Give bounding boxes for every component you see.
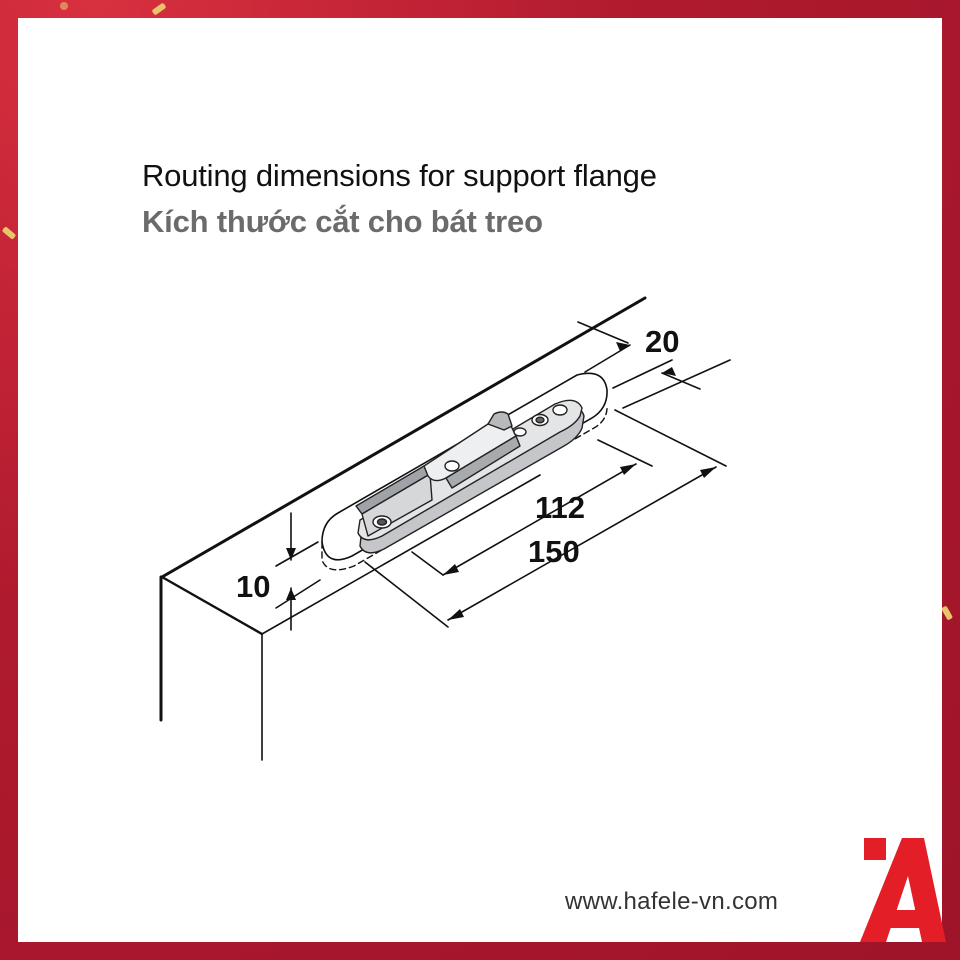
diagram-title-english: Routing dimensions for support flange <box>142 158 657 193</box>
dimension-label-10: 10 <box>236 569 270 604</box>
dimension-label-112: 112 <box>535 490 585 525</box>
website-url: www.hafele-vn.com <box>565 888 779 915</box>
routed-slot-outline <box>321 372 608 561</box>
routed-slot-depth-outline <box>321 404 608 571</box>
diagram-title-vietnamese: Kích thước cắt cho bát treo <box>142 204 543 239</box>
dimension-arrowheads <box>286 342 716 620</box>
dimension-label-150: 150 <box>528 534 580 569</box>
panel-left-edge <box>160 575 264 636</box>
panel-top-front-edge <box>261 474 541 635</box>
hafele-logo-icon <box>860 838 946 942</box>
dimension-label-20: 20 <box>645 324 679 359</box>
panel-top-back-edge <box>160 296 647 579</box>
confetti-decoration <box>60 2 68 10</box>
support-flange <box>355 399 585 554</box>
